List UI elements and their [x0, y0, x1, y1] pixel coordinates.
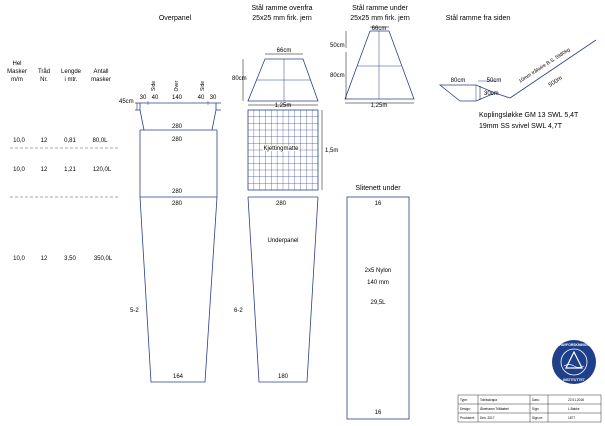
row1-trad: 12: [41, 138, 48, 144]
side-frame-dim-50: 50cm: [487, 78, 502, 84]
triangle-logo-icon: [565, 350, 583, 369]
overpanel-section-label: 5-2: [130, 308, 139, 314]
frame-bottom-width-bottom: 1,25m: [371, 103, 388, 109]
slitenett-spec-material: 2x5 Nylon: [365, 268, 392, 274]
row2-trad: 12: [41, 167, 48, 173]
logo-text-top: HAVFORSKNINGS: [559, 343, 589, 347]
overpanel-shape: [135, 101, 221, 383]
kjetting-label: Kjettingmatte: [263, 146, 299, 152]
col-header-lengde-1: Lengde: [61, 69, 82, 75]
row3-lengde: 3,50: [64, 256, 76, 262]
overpanel-mesh-280-d: 280: [172, 201, 183, 207]
row1-masker: 10,0: [13, 138, 25, 144]
frame-bottom-subtitle: 25x25 mm firk. jern: [350, 15, 410, 22]
col-header-masker-1: Hel: [12, 61, 21, 67]
tb-sign-label: Sign:: [532, 407, 539, 411]
overpanel-dim-45cm: 45cm: [119, 99, 134, 105]
side-frame-svivel: 19mm SS svivel SWL 4,7T: [479, 123, 563, 130]
underpanel-bottom-meshes: 180: [278, 374, 289, 380]
col-header-antall-2: masker: [91, 77, 111, 83]
overpanel-dim-40-right: 40: [198, 95, 205, 101]
tb-sign-value: L.Bakke: [568, 407, 580, 411]
tb-date-label: Dato:: [532, 398, 540, 402]
frame-top-title: Stål ramme ovenfra: [251, 4, 312, 12]
overpanel-mesh-280-c: 280: [172, 189, 183, 195]
row1-antall: 80,0L: [92, 138, 108, 144]
frame-bottom-height-50: 50cm: [330, 43, 345, 49]
slitenett-bottom-meshes: 16: [375, 410, 382, 416]
overpanel-dim-30-left: 30: [140, 95, 147, 101]
overpanel-dim-40-left: 40: [152, 95, 159, 101]
tb-type-value: Tobisskrapa: [480, 398, 497, 402]
tb-design-value: Åkrehamn Trålbøteri: [480, 406, 509, 411]
tb-date-value: 22.01.2018: [568, 398, 584, 402]
overpanel-dim-140: 140: [172, 95, 183, 101]
frame-bottom-height-80: 80cm: [330, 73, 345, 79]
row3-antall: 350,0L: [94, 256, 113, 262]
frame-bottom-width-top: 66cm: [372, 26, 387, 32]
kjetting-mesh-280: 280: [276, 201, 287, 207]
kjetting-grid: [247, 109, 323, 191]
frame-top-shape: [242, 53, 319, 106]
col-header-masker-2: Masker: [7, 69, 27, 75]
underpanel-shape: [247, 196, 319, 383]
side-frame-dim-80: 80cm: [451, 78, 466, 84]
spec-table: Hel Masker m/m Tråd Nr. Lengde i mtr. An…: [7, 61, 118, 262]
frame-side-title: Stål ramme fra siden: [446, 14, 511, 22]
underpanel-section-label: 6-2: [234, 308, 243, 314]
slitenett-spec-count: 29,5L: [370, 300, 386, 306]
slitenett-title: Slitenett under: [355, 185, 401, 192]
kjetting-height: 1,5m: [325, 148, 338, 154]
col-header-lengde-2: i mtr.: [65, 77, 78, 83]
tb-produced-value: Des. 2017: [480, 416, 495, 420]
tb-signnr-value: 1877: [568, 416, 575, 420]
overpanel-side-right: Side: [200, 81, 206, 91]
overpanel-mesh-280-b: 280: [172, 137, 183, 143]
frame-bottom-shape: [344, 26, 415, 104]
frame-top-subtitle: 25x25 mm firk. jern: [252, 15, 312, 22]
side-frame-wire: 10mm trålwire B.S. 5980kg: [517, 46, 571, 85]
tb-signnr-label: Sign.nr:: [532, 416, 543, 420]
col-header-trad-2: Nr.: [40, 77, 48, 83]
logo-text-bottom: INSTITUTTET: [563, 378, 586, 382]
frame-bottom-title: Stål ramme under: [352, 4, 408, 12]
underpanel-label: Underpanel: [267, 238, 298, 244]
side-frame-shape: [438, 39, 597, 102]
tb-design-label: Design:: [460, 407, 471, 411]
col-header-antall-1: Antall: [93, 69, 108, 75]
title-block: Type: Tobisskrapa Dato: 22.01.2018 Desig…: [457, 394, 602, 423]
col-header-trad-1: Tråd: [38, 68, 50, 75]
col-header-masker-3: m/m: [11, 77, 23, 83]
side-frame-wire-length: 500m: [548, 75, 564, 88]
overpanel-dim-30-right: 30: [210, 95, 217, 101]
side-frame-dim-30: 30cm: [484, 91, 499, 97]
overpanel-mesh-280-a: 280: [172, 124, 183, 130]
side-frame-kopling: Koplingsløkke GM 13 SWL 5,4T: [479, 112, 579, 119]
slitenett-shape: [346, 196, 410, 420]
frame-top-width-top: 66cm: [277, 48, 292, 54]
overpanel-title: Overpanel: [159, 15, 192, 22]
row3-trad: 12: [41, 256, 48, 262]
row3-masker: 10,0: [13, 256, 25, 262]
row2-masker: 10,0: [13, 167, 25, 173]
overpanel-over: Over: [174, 80, 180, 91]
slitenett-top-meshes: 16: [375, 201, 382, 207]
frame-top-height: 80cm: [232, 76, 247, 82]
overpanel-side-left: Side: [151, 81, 157, 91]
row1-lengde: 0,81: [64, 138, 76, 144]
havforskning-logo: HAVFORSKNINGS INSTITUTTET: [552, 340, 596, 384]
tb-type-label: Type:: [460, 398, 468, 402]
tb-produced-label: Produsert:: [460, 416, 475, 420]
row2-antall: 120,0L: [93, 167, 112, 173]
frame-top-width-bottom: 1,25m: [275, 103, 292, 109]
row2-lengde: 1,21: [64, 167, 76, 173]
overpanel-bottom-meshes: 164: [173, 374, 184, 380]
slitenett-spec-mesh: 140 mm: [367, 280, 389, 286]
